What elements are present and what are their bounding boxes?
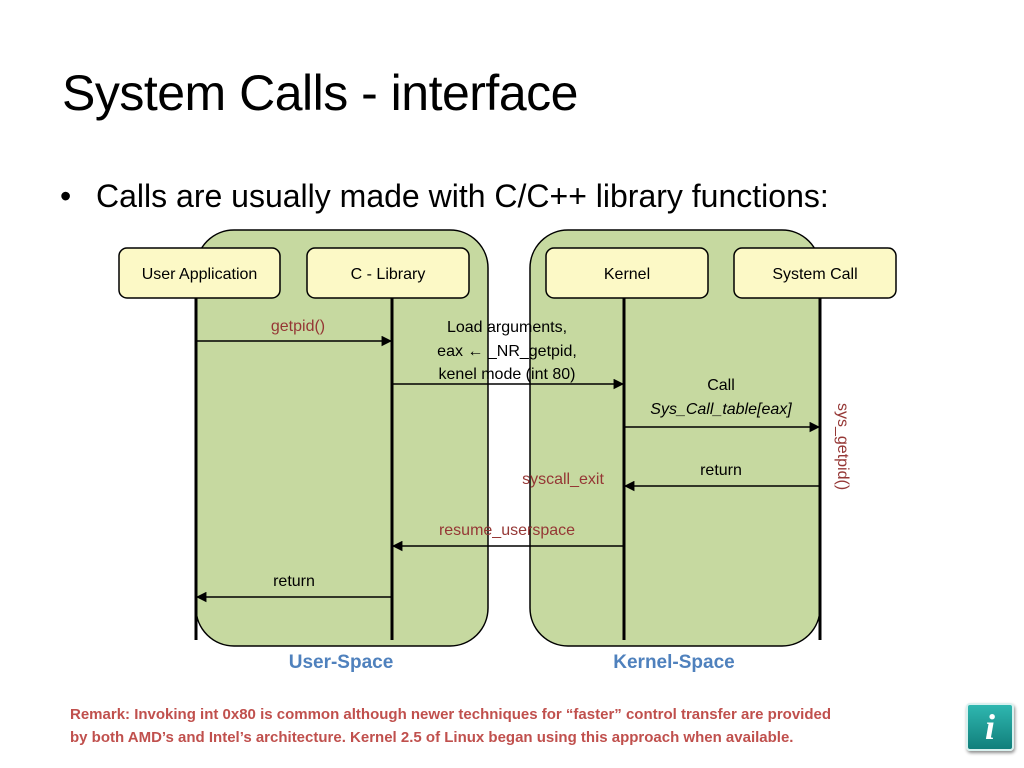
bullet-item: • Calls are usually made with C/C++ libra…: [60, 178, 829, 215]
bullet-symbol: •: [60, 178, 72, 214]
actor-c-library: C - Library: [306, 247, 470, 299]
load-arguments-label: Load arguments,: [447, 319, 567, 336]
info-icon[interactable]: i: [966, 703, 1014, 751]
getpid-label: getpid(): [271, 318, 325, 335]
bullet-text: Calls are usually made with C/C++ librar…: [96, 178, 829, 214]
remark-line-1: Remark: Invoking int 0x80 is common alth…: [70, 706, 832, 723]
eax-assignment-label: eax ← _NR_getpid,: [437, 343, 577, 360]
resume-userspace-label: resume_userspace: [439, 522, 575, 539]
remark-note: Remark: Invoking int 0x80 is common alth…: [70, 703, 960, 749]
kernel-mode-label: kenel mode (int 80): [439, 366, 576, 383]
sys-getpid-label: sys_getpid(): [834, 403, 851, 490]
info-glyph: i: [984, 707, 995, 747]
user-return-label: return: [273, 573, 315, 590]
user-space-label: User-Space: [289, 652, 394, 673]
kernel-space-label: Kernel-Space: [613, 652, 734, 673]
call-label: Call: [707, 377, 735, 394]
actor-label: C - Library: [351, 266, 426, 283]
sys-call-table-label: Sys_Call_table[eax]: [650, 401, 792, 418]
remark-line-2: by both AMD’s and Intel’s architecture. …: [70, 729, 794, 746]
slide-title: System Calls - interface: [62, 65, 578, 121]
actor-user-application: User Application: [118, 247, 281, 299]
actor-label: Kernel: [604, 266, 650, 283]
syscall-exit-label: syscall_exit: [522, 471, 604, 488]
actor-label: System Call: [772, 266, 857, 283]
actor-system-call: System Call: [733, 247, 897, 299]
actor-label: User Application: [142, 266, 258, 283]
kernel-return-label: return: [700, 462, 742, 479]
actor-kernel: Kernel: [545, 247, 709, 299]
